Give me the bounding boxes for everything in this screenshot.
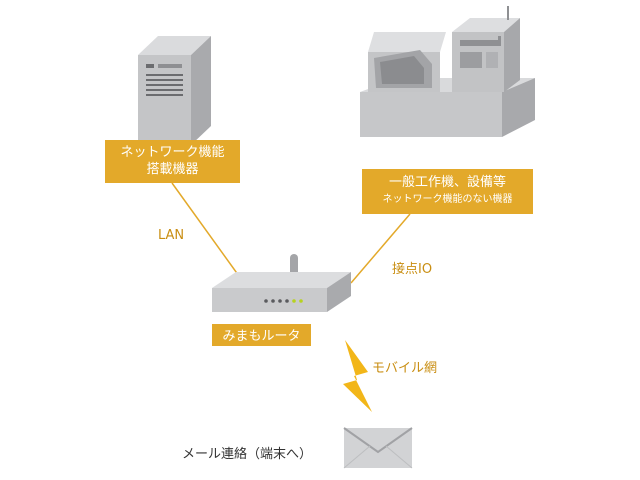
mail-label: メール連絡（端末へ） <box>182 447 313 462</box>
network-device-label-line2: 搭載機器 <box>146 162 199 177</box>
lan-line <box>171 182 245 284</box>
router-led <box>264 299 268 303</box>
router-led <box>271 299 275 303</box>
lan-edge-label: LAN <box>158 228 185 243</box>
machine-tool-label: 一般工作機、設備等 ネットワーク機能のない機器 <box>362 169 533 214</box>
machine-tool-icon <box>360 6 535 137</box>
router-led <box>292 299 296 303</box>
contact-io-line <box>350 213 411 284</box>
network-device-label: ネットワーク機能 搭載機器 <box>105 140 240 183</box>
router-icon <box>212 254 351 312</box>
envelope-icon <box>343 427 413 469</box>
mobile-edge-label: モバイル網 <box>372 361 438 376</box>
router-led <box>299 299 303 303</box>
contact-io-edge-label: 接点IO <box>392 262 433 277</box>
machine-tool-label-line2: ネットワーク機能のない機器 <box>382 194 513 205</box>
machine-tool-label-line1: 一般工作機、設備等 <box>388 175 506 190</box>
router-label: みまもルータ <box>212 324 311 346</box>
router-led <box>285 299 289 303</box>
router-label-text: みまもルータ <box>222 329 301 344</box>
lightning-icon <box>343 340 372 412</box>
router-led <box>278 299 282 303</box>
network-device-label-line1: ネットワーク機能 <box>120 145 225 160</box>
server-icon <box>138 36 211 145</box>
